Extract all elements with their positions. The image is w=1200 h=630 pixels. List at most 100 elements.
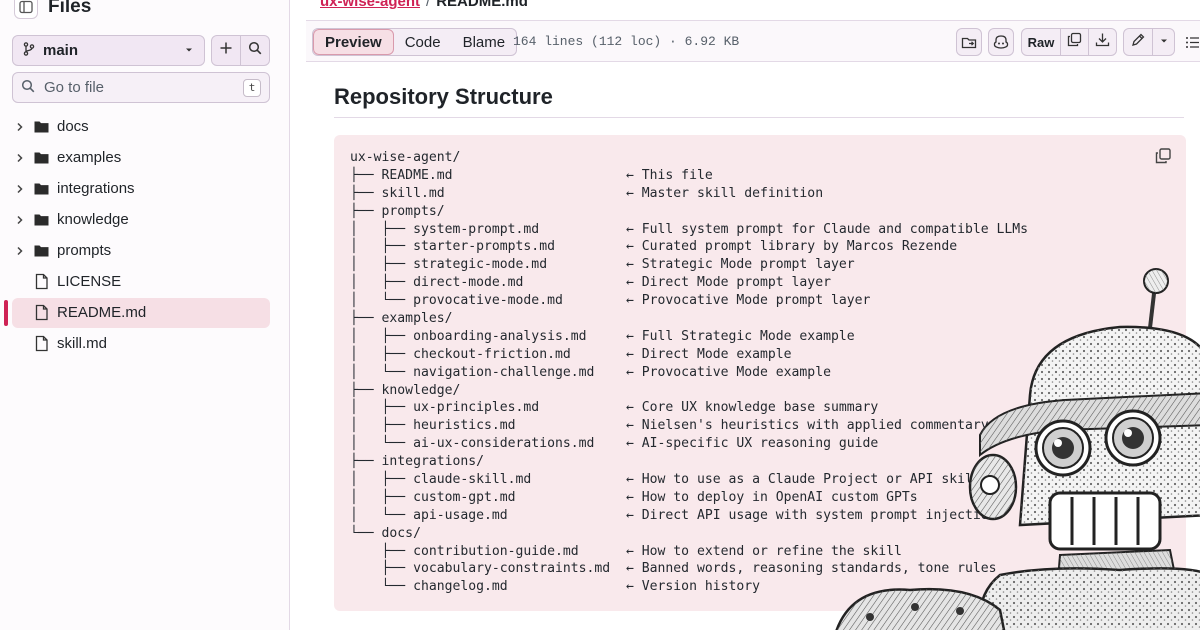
chevron-right-icon[interactable] [14, 151, 26, 163]
code-line: │ ├── checkout-friction.md← Direct Mode … [350, 346, 1028, 364]
branch-icon [23, 41, 35, 60]
sidebar-header: Files [14, 0, 91, 20]
breadcrumb-separator: / [426, 0, 431, 10]
tree-path: ├── prompts/ [350, 203, 445, 219]
caret-down-icon [1159, 33, 1169, 51]
tree-path: │ ├── starter-prompts.md [350, 239, 555, 255]
list-icon [1180, 28, 1200, 56]
code-line: ├── prompts/ [350, 203, 1028, 221]
tree-item-label: skill.md [57, 335, 108, 352]
file-actions-group [211, 35, 270, 66]
copy-path-icon [957, 29, 981, 55]
copilot-button[interactable] [988, 28, 1014, 56]
edit-options-dropdown[interactable] [1152, 29, 1174, 55]
code-block: ux-wise-agent/├── README.md← This file├─… [334, 135, 1186, 611]
tree-path: │ ├── custom-gpt.md [350, 489, 516, 505]
chevron-right-icon[interactable] [14, 244, 26, 256]
tab-code[interactable]: Code [404, 33, 441, 51]
raw-button[interactable]: Raw [1022, 29, 1060, 55]
tree-description: ← Version history [626, 579, 761, 595]
edit-file-button[interactable] [1124, 29, 1152, 55]
chevron-right-icon[interactable] [14, 120, 26, 132]
branch-controls: main [12, 35, 270, 66]
file-icon [33, 335, 50, 352]
plus-icon [219, 41, 233, 60]
tree-item-label: prompts [57, 242, 112, 259]
folder-icon [33, 118, 50, 135]
tree-path: ├── integrations/ [350, 454, 485, 470]
file-item[interactable]: README.md [0, 297, 290, 328]
tree-path: │ ├── heuristics.md [350, 418, 516, 434]
code-line: │ ├── custom-gpt.md← How to deploy in Op… [350, 489, 1028, 507]
file-tree: docs examples integrations knowledge prompts… [0, 111, 290, 359]
tree-path: │ └── ai-ux-considerations.md [350, 436, 595, 452]
tree-item-label: LICENSE [57, 273, 122, 290]
folder-item[interactable]: examples [0, 142, 290, 173]
folder-item[interactable]: prompts [0, 235, 290, 266]
breadcrumb-file: README.md [436, 0, 528, 10]
copy-code-button[interactable] [1154, 147, 1172, 165]
file-item[interactable]: LICENSE [0, 266, 290, 297]
edit-button-group [1123, 28, 1175, 56]
tree-description: ← Full Strategic Mode example [626, 328, 855, 344]
code-line: │ ├── starter-prompts.md ← Curated prompt… [350, 238, 1028, 256]
tree-path: └── docs/ [350, 525, 421, 541]
code-line: │ ├── system-prompt.md← Full system prom… [350, 221, 1028, 239]
branch-selector-button[interactable]: main [12, 35, 205, 66]
copilot-icon [989, 29, 1013, 55]
search-files-button[interactable] [240, 36, 269, 65]
code-line: ux-wise-agent/ [350, 149, 1028, 167]
tree-description: ← Provocative Mode example [626, 364, 831, 380]
tab-preview[interactable]: Preview [313, 29, 394, 55]
code-line: │ └── provocative-mode.md← Provocative M… [350, 292, 1028, 310]
go-to-file-input[interactable]: Go to file t [12, 72, 270, 103]
copy-raw-button[interactable] [1060, 29, 1088, 55]
tree-description: ← Direct Mode example [626, 346, 792, 362]
edit-icon [1131, 33, 1145, 52]
folder-item[interactable]: knowledge [0, 204, 290, 235]
tree-item-label: docs [57, 118, 89, 135]
file-meta-info: 164 lines (112 loc) · 6.92 KB [513, 34, 740, 49]
code-line: │ └── api-usage.md← Direct API usage wit… [350, 507, 1028, 525]
code-line: ├── skill.md← Master skill definition [350, 185, 1028, 203]
add-file-button[interactable] [212, 36, 240, 65]
view-mode-tabs: Preview Code Blame [312, 28, 518, 56]
code-line: └── docs/ [350, 525, 1028, 543]
tree-path: │ ├── claude-skill.md [350, 472, 532, 488]
code-line: │ ├── strategic-mode.md← Strategic Mode … [350, 256, 1028, 274]
tree-path: ├── knowledge/ [350, 382, 461, 398]
copy-icon [1067, 32, 1082, 52]
tree-description: ← Curated prompt library by Marcos Rezen… [626, 239, 958, 255]
tab-blame[interactable]: Blame [462, 33, 506, 51]
search-icon [21, 79, 35, 97]
tree-item-label: examples [57, 149, 122, 166]
chevron-right-icon[interactable] [14, 213, 26, 225]
directory-tree-code: ux-wise-agent/├── README.md← This file├─… [350, 149, 1028, 596]
outline-button[interactable] [1180, 28, 1200, 56]
raw-copy-download-group: Raw [1021, 28, 1117, 56]
folder-icon [33, 211, 50, 228]
code-line: │ ├── ux-principles.md← Core UX knowledg… [350, 399, 1028, 417]
download-raw-button[interactable] [1088, 29, 1116, 55]
folder-icon [33, 180, 50, 197]
go-to-file-placeholder: Go to file [44, 79, 105, 96]
code-line: │ └── ai-ux-considerations.md← AI-specif… [350, 435, 1028, 453]
tree-path: ├── skill.md [350, 185, 445, 201]
tree-description: ← Full system prompt for Claude and comp… [626, 221, 1029, 237]
file-item[interactable]: skill.md [0, 328, 290, 359]
code-line: ├── README.md← This file [350, 167, 1028, 185]
tree-path: ├── vocabulary-constraints.md [350, 561, 611, 577]
folder-item[interactable]: docs [0, 111, 290, 142]
heading-divider [334, 117, 1184, 118]
tree-item-label: integrations [57, 180, 135, 197]
code-line: │ ├── onboarding-analysis.md← Full Strat… [350, 328, 1028, 346]
breadcrumb-repo-link[interactable]: ux-wise-agent [320, 0, 421, 10]
tree-path: │ ├── strategic-mode.md [350, 257, 548, 273]
folder-item[interactable]: integrations [0, 173, 290, 204]
copy-path-button[interactable] [956, 28, 982, 56]
chevron-right-icon[interactable] [14, 182, 26, 194]
tree-item-label: README.md [57, 304, 147, 321]
tree-path: ├── examples/ [350, 311, 453, 327]
tree-path: │ ├── direct-mode.md [350, 275, 524, 291]
sidebar-toggle-icon[interactable] [14, 0, 38, 19]
